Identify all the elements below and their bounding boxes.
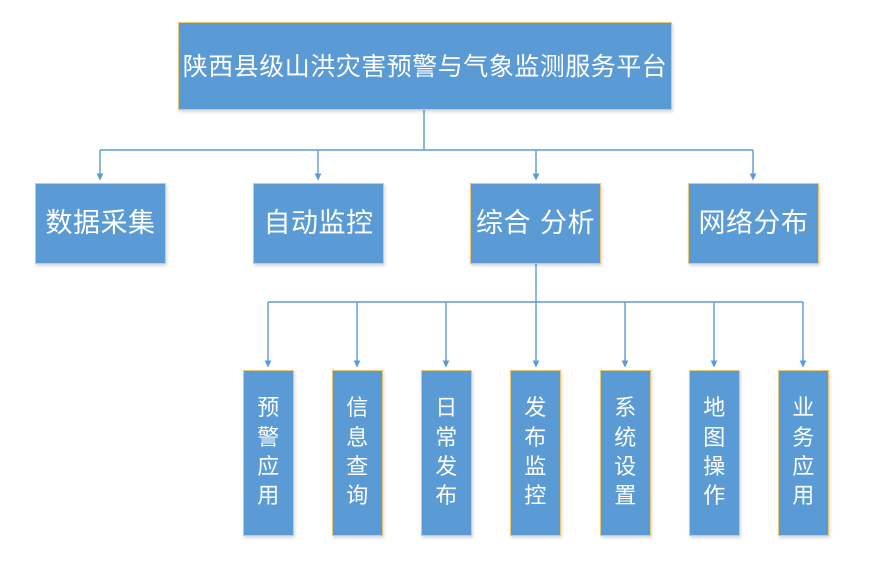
level2-node-data-collection[interactable]: 数据采集 [35,183,166,264]
level3-node-label: 业务应用 [792,396,815,510]
level3-node-map-operation[interactable]: 地图操作 [689,370,740,536]
root-node-label: 陕西县级山洪灾害预警与气象监测服务平台 [182,51,668,81]
level2-node-label: 数据采集 [45,207,156,239]
level3-node-system-settings[interactable]: 系统设置 [600,370,651,536]
level3-node-label: 预警应用 [257,396,280,510]
level3-node-warning-application[interactable]: 预警应用 [243,370,294,536]
level2-node-comprehensive-analysis[interactable]: 综合 分析 [470,183,601,264]
level2-node-label: 综合 分析 [475,207,596,239]
level2-node-network-distribution[interactable]: 网络分布 [688,183,819,264]
level3-node-label: 日常发布 [435,396,458,510]
level3-node-business-application[interactable]: 业务应用 [778,370,829,536]
level3-node-publish-monitoring[interactable]: 发布监控 [510,370,561,536]
level3-node-label: 信息查询 [346,396,369,510]
level2-node-auto-monitoring[interactable]: 自动监控 [253,183,384,264]
level3-node-daily-publishing[interactable]: 日常发布 [421,370,472,536]
root-node-platform[interactable]: 陕西县级山洪灾害预警与气象监测服务平台 [178,22,672,110]
level3-node-label: 系统设置 [614,396,637,510]
level3-node-label: 地图操作 [703,396,726,510]
level2-node-label: 网络分布 [698,207,809,239]
level2-node-label: 自动监控 [263,207,374,239]
level3-node-label: 发布监控 [524,396,547,510]
level3-node-information-query[interactable]: 信息查询 [332,370,383,536]
